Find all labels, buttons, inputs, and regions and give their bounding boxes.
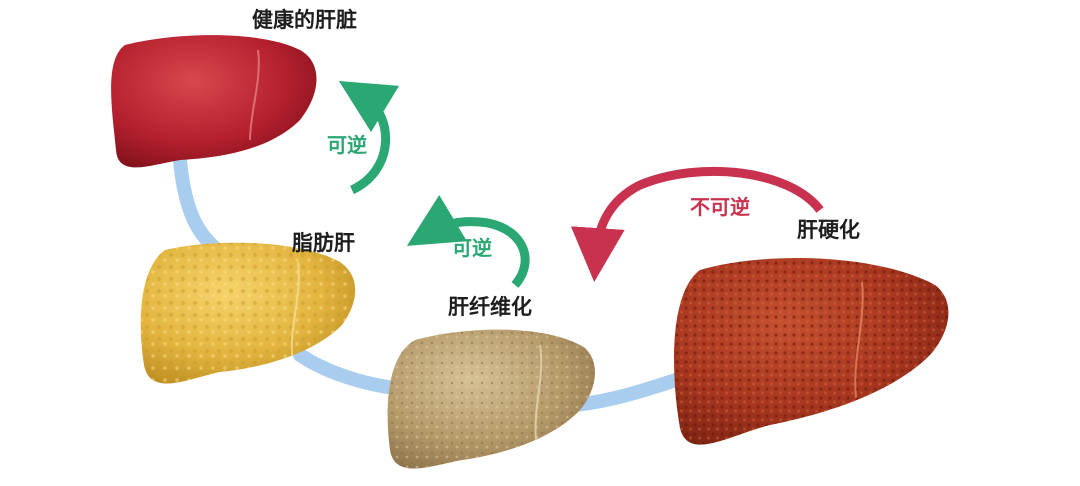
fatty-liver bbox=[140, 242, 356, 384]
reversible-arrow-top bbox=[338, 80, 400, 195]
healthy-liver bbox=[111, 35, 317, 168]
fibrosis-liver-label: 肝纤维化 bbox=[448, 295, 532, 319]
reversible-label-mid: 可逆 bbox=[452, 236, 492, 260]
fatty-liver-label: 脂肪肝 bbox=[292, 231, 355, 255]
cirrhosis-liver bbox=[674, 258, 949, 445]
irreversible-label: 不可逆 bbox=[690, 195, 750, 219]
cirrhosis-liver-label: 肝硬化 bbox=[797, 218, 860, 242]
fibrosis-liver bbox=[387, 329, 596, 469]
healthy-liver-label: 健康的肝脏 bbox=[252, 8, 357, 32]
irreversible-arrow bbox=[570, 166, 824, 282]
reversible-label-top: 可逆 bbox=[327, 133, 367, 157]
reversible-arrow-mid bbox=[406, 194, 530, 288]
